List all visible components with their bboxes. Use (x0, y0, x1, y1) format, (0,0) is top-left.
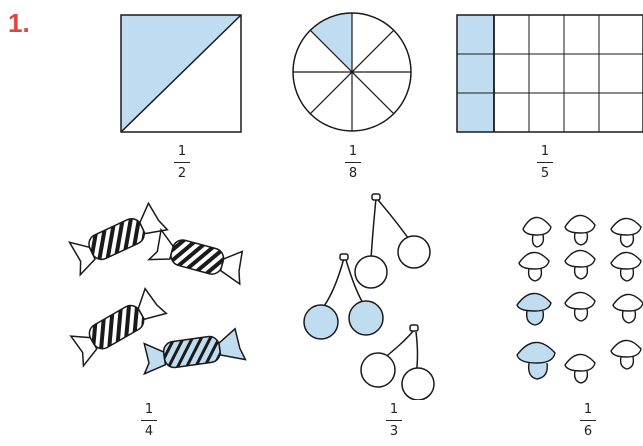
candies-figure (62, 198, 257, 383)
candy-4-shaded (140, 328, 245, 374)
shaded-column (457, 15, 494, 132)
shaded-sector (310, 13, 352, 72)
numerator: 1 (390, 402, 398, 417)
square-half-figure (118, 12, 244, 136)
fraction-one-fifth: 1 5 (530, 144, 560, 181)
denominator: 5 (541, 166, 549, 181)
denominator: 2 (178, 166, 186, 181)
denominator: 4 (145, 424, 153, 439)
mushroom-row-3 (517, 292, 643, 325)
numerator: 1 (584, 402, 592, 417)
fraction-one-third: 1 3 (379, 402, 409, 439)
mushrooms-figure (513, 205, 643, 395)
denominator: 3 (390, 424, 398, 439)
fraction-one-half: 1 2 (167, 144, 197, 181)
exercise-number: 1. (8, 8, 30, 39)
mushroom-row-2 (519, 250, 641, 281)
mushroom-shaded-1 (517, 293, 551, 325)
numerator: 1 (178, 144, 186, 159)
circle-eighths-figure (290, 10, 414, 134)
cherry-shaded-1 (304, 305, 338, 339)
mushroom-row-1 (523, 215, 641, 247)
cherry-shaded-2 (349, 301, 383, 335)
numerator: 1 (349, 144, 357, 159)
fraction-one-quarter: 1 4 (134, 402, 164, 439)
denominator: 6 (584, 424, 592, 439)
mushroom-row-4 (517, 340, 641, 383)
mushroom-shaded-2 (517, 342, 555, 379)
candy-1 (65, 201, 169, 275)
fraction-one-sixth: 1 6 (573, 402, 603, 439)
denominator: 8 (349, 166, 357, 181)
cherries-figure (296, 190, 446, 400)
candy-2 (149, 229, 248, 284)
numerator: 1 (145, 402, 153, 417)
fraction-one-eighth: 1 8 (338, 144, 368, 181)
grid-fifths-figure (454, 12, 643, 136)
numerator: 1 (541, 144, 549, 159)
